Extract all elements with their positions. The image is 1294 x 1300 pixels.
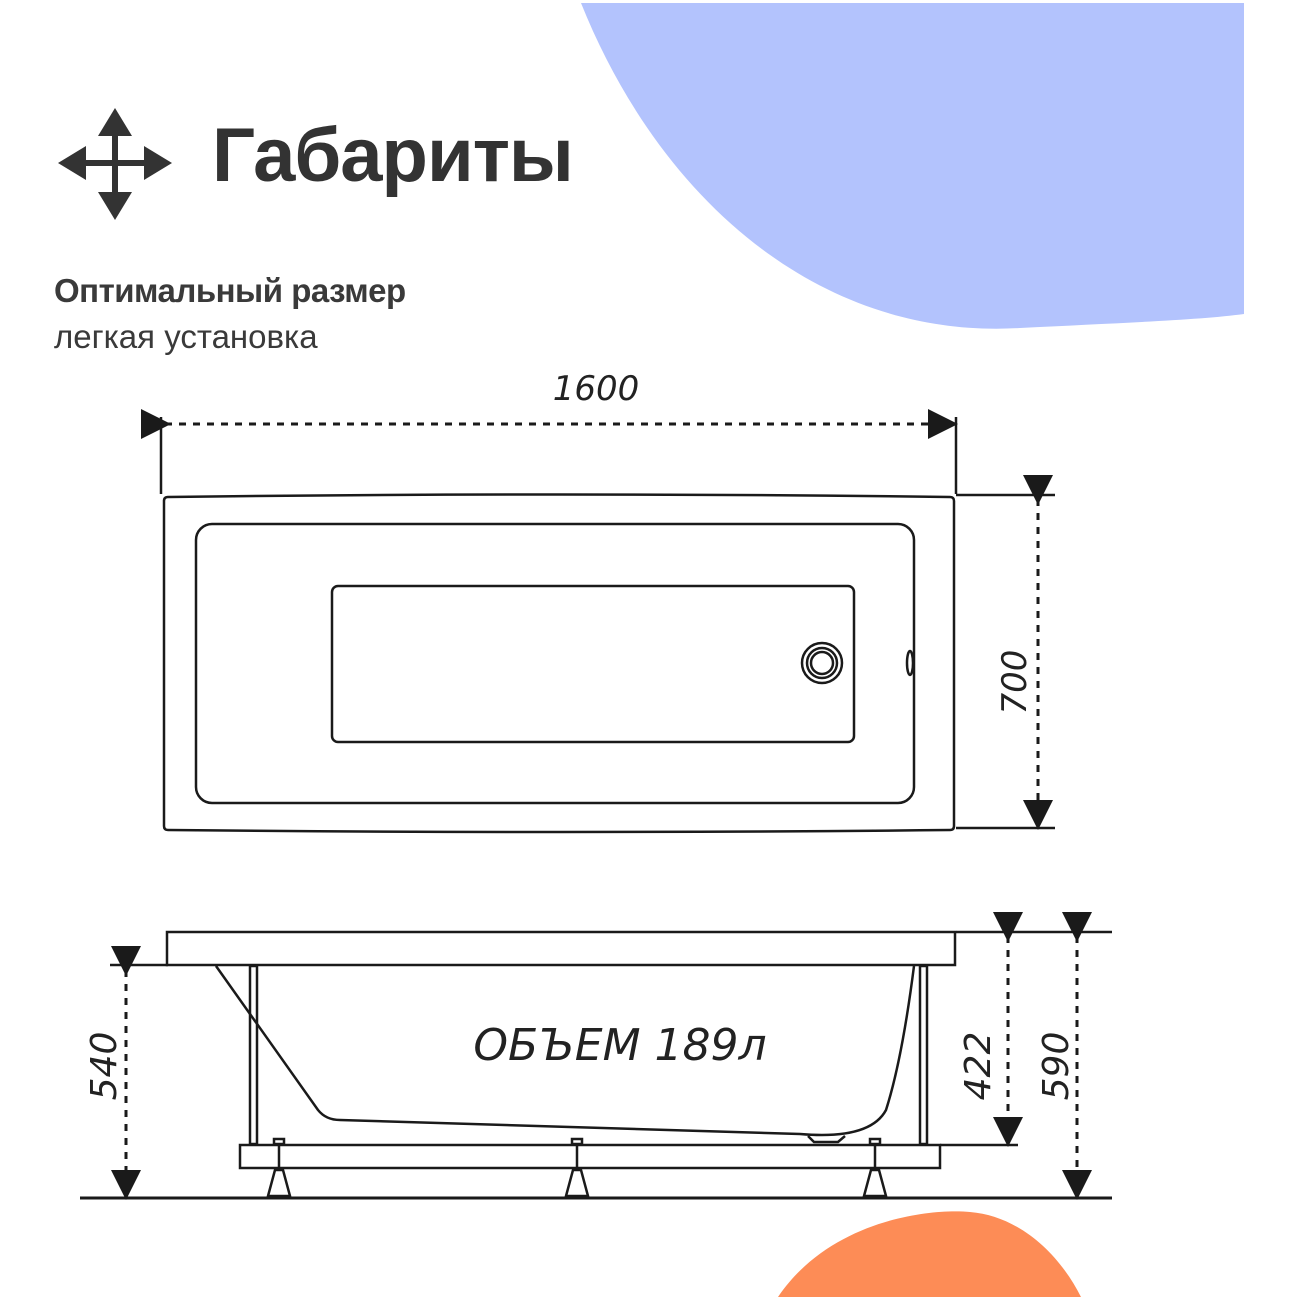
width-dimension-label: 700 bbox=[995, 650, 1035, 715]
orange-accent-shape bbox=[778, 1211, 1081, 1297]
volume-label: ОБЪЕМ 189л bbox=[473, 1020, 766, 1071]
support-frame bbox=[238, 1143, 942, 1170]
top-view bbox=[141, 409, 1055, 834]
subtitle: Оптимальный размер bbox=[54, 272, 406, 309]
support-rod-right bbox=[918, 964, 929, 1146]
side-view bbox=[80, 912, 1112, 1200]
caption: легкая установка bbox=[54, 318, 318, 355]
depth-422-label: 422 bbox=[958, 1032, 999, 1101]
tub-bottom-outline bbox=[330, 584, 856, 744]
rim-slab bbox=[165, 930, 957, 967]
move-arrows-icon bbox=[58, 108, 172, 220]
length-dimension-label: 1600 bbox=[553, 369, 640, 409]
adjustable-leg-2 bbox=[564, 1137, 590, 1198]
adjustable-leg-1 bbox=[266, 1137, 292, 1198]
tub-rim-outline bbox=[162, 493, 956, 834]
height-590-label: 590 bbox=[1036, 1032, 1077, 1101]
page-title: Габариты bbox=[212, 113, 574, 198]
height-540-label: 540 bbox=[84, 1032, 125, 1101]
adjustable-leg-3 bbox=[862, 1137, 888, 1198]
drain-icon bbox=[800, 641, 844, 685]
blue-accent-shape bbox=[581, 3, 1244, 329]
support-rod-left bbox=[248, 964, 259, 1146]
overflow-icon bbox=[905, 649, 915, 677]
tub-body-outline bbox=[214, 965, 916, 1137]
